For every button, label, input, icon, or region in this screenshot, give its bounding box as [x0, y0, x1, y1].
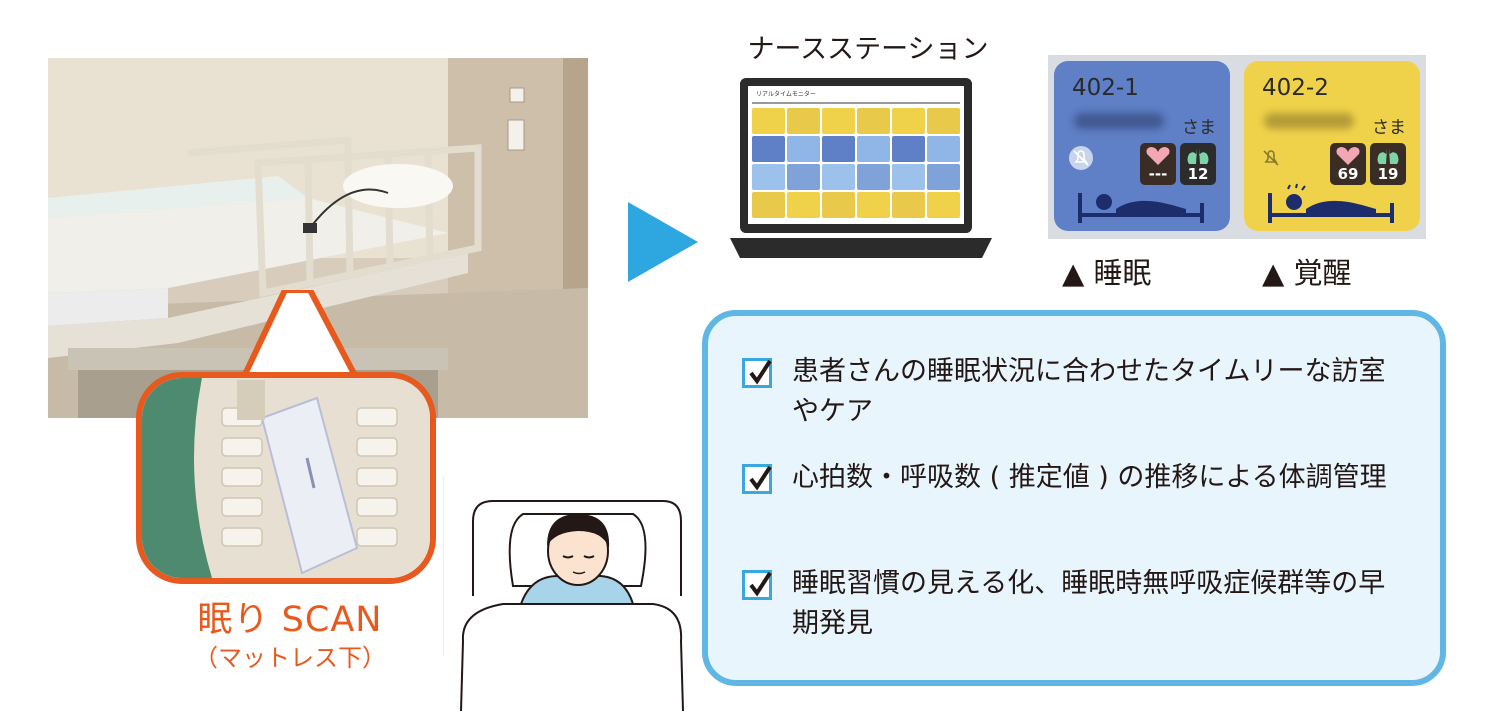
mini-monitor-tile	[892, 192, 925, 218]
product-name: 眠り SCAN	[197, 600, 383, 640]
respiration-tile: 12	[1180, 143, 1216, 185]
sleeping-patient-illustration	[443, 476, 684, 712]
screen-title: リアルタイムモニター	[756, 90, 816, 98]
honorific: さま	[1182, 118, 1216, 138]
hospital-bed-photo	[48, 58, 588, 418]
mini-monitor-tile	[892, 164, 925, 190]
honorific: さま	[1372, 118, 1406, 138]
room-number: 402-2	[1262, 75, 1329, 101]
checkbox-icon	[742, 464, 772, 494]
patient-card-402-1[interactable]: 402-1 さま --- 12	[1054, 61, 1230, 231]
nurse-station-label: ナースステーション	[747, 34, 989, 65]
checkbox-icon	[742, 570, 772, 600]
mini-monitor-tile	[787, 108, 820, 134]
respiration-value: 12	[1187, 165, 1209, 183]
bell-muted-icon	[1263, 150, 1279, 166]
mini-monitor-tile	[752, 108, 785, 134]
mini-monitor-tile	[822, 192, 855, 218]
mini-monitor-tile	[787, 136, 820, 162]
lungs-icon	[1187, 148, 1209, 164]
lungs-icon	[1377, 148, 1399, 164]
mini-monitor-tile	[787, 192, 820, 218]
mini-monitor-tile	[857, 164, 890, 190]
mini-monitor-tile	[822, 164, 855, 190]
bell-muted-icon	[1069, 146, 1093, 170]
mini-monitor-tile	[787, 164, 820, 190]
room-number: 402-1	[1072, 75, 1139, 101]
patient-status-cards: 402-1 さま --- 12 402-2 さま	[1048, 55, 1426, 239]
respiration-tile: 19	[1370, 143, 1406, 185]
mini-monitor-tile	[927, 136, 960, 162]
awake-bed-icon	[1268, 183, 1394, 223]
flow-arrow-icon	[628, 202, 698, 282]
patient-name-blurred	[1074, 113, 1164, 129]
sleep-state-caption: ▲ 睡眠	[1062, 256, 1152, 290]
mini-monitor-tile	[892, 108, 925, 134]
benefit-text: 心拍数・呼吸数 ( 推定値 ) の推移による体調管理	[792, 462, 1387, 493]
mini-monitor-tile	[752, 136, 785, 162]
sleeping-bed-icon	[1078, 193, 1204, 223]
patient-name-blurred	[1264, 113, 1354, 129]
checkbox-icon	[742, 358, 772, 388]
mini-monitor-tile	[752, 164, 785, 190]
laptop-monitor-screen: リアルタイムモニター	[730, 78, 992, 258]
mini-monitor-tile	[927, 108, 960, 134]
heart-icon	[1336, 147, 1360, 165]
mini-monitor-tile	[857, 108, 890, 134]
heart-rate-tile: ---	[1140, 143, 1176, 185]
mini-monitor-tile	[927, 164, 960, 190]
mini-monitor-tile	[857, 136, 890, 162]
heart-rate-value: 69	[1337, 165, 1359, 183]
heart-rate-value: ---	[1148, 165, 1168, 183]
product-placement-note: （マットレス下）	[194, 644, 386, 672]
mini-monitor-tile	[822, 108, 855, 134]
heart-icon	[1146, 147, 1170, 165]
respiration-value: 19	[1377, 165, 1399, 183]
mini-monitor-tile	[927, 192, 960, 218]
benefit-text: 睡眠習慣の見える化、睡眠時無呼吸症候群等の早期発見	[792, 568, 1386, 639]
mini-monitor-tile	[857, 192, 890, 218]
sensor-mat-photo	[136, 372, 436, 584]
mini-monitor-tile	[822, 136, 855, 162]
patient-card-402-2[interactable]: 402-2 さま 69 19	[1244, 61, 1420, 231]
mini-monitor-tile	[752, 192, 785, 218]
awake-state-caption: ▲ 覚醒	[1262, 256, 1352, 290]
benefit-text: 患者さんの睡眠状況に合わせたタイムリーな訪室やケア	[792, 356, 1386, 427]
heart-rate-tile: 69	[1330, 143, 1366, 185]
mini-monitor-tile	[892, 136, 925, 162]
benefits-panel	[702, 310, 1446, 686]
